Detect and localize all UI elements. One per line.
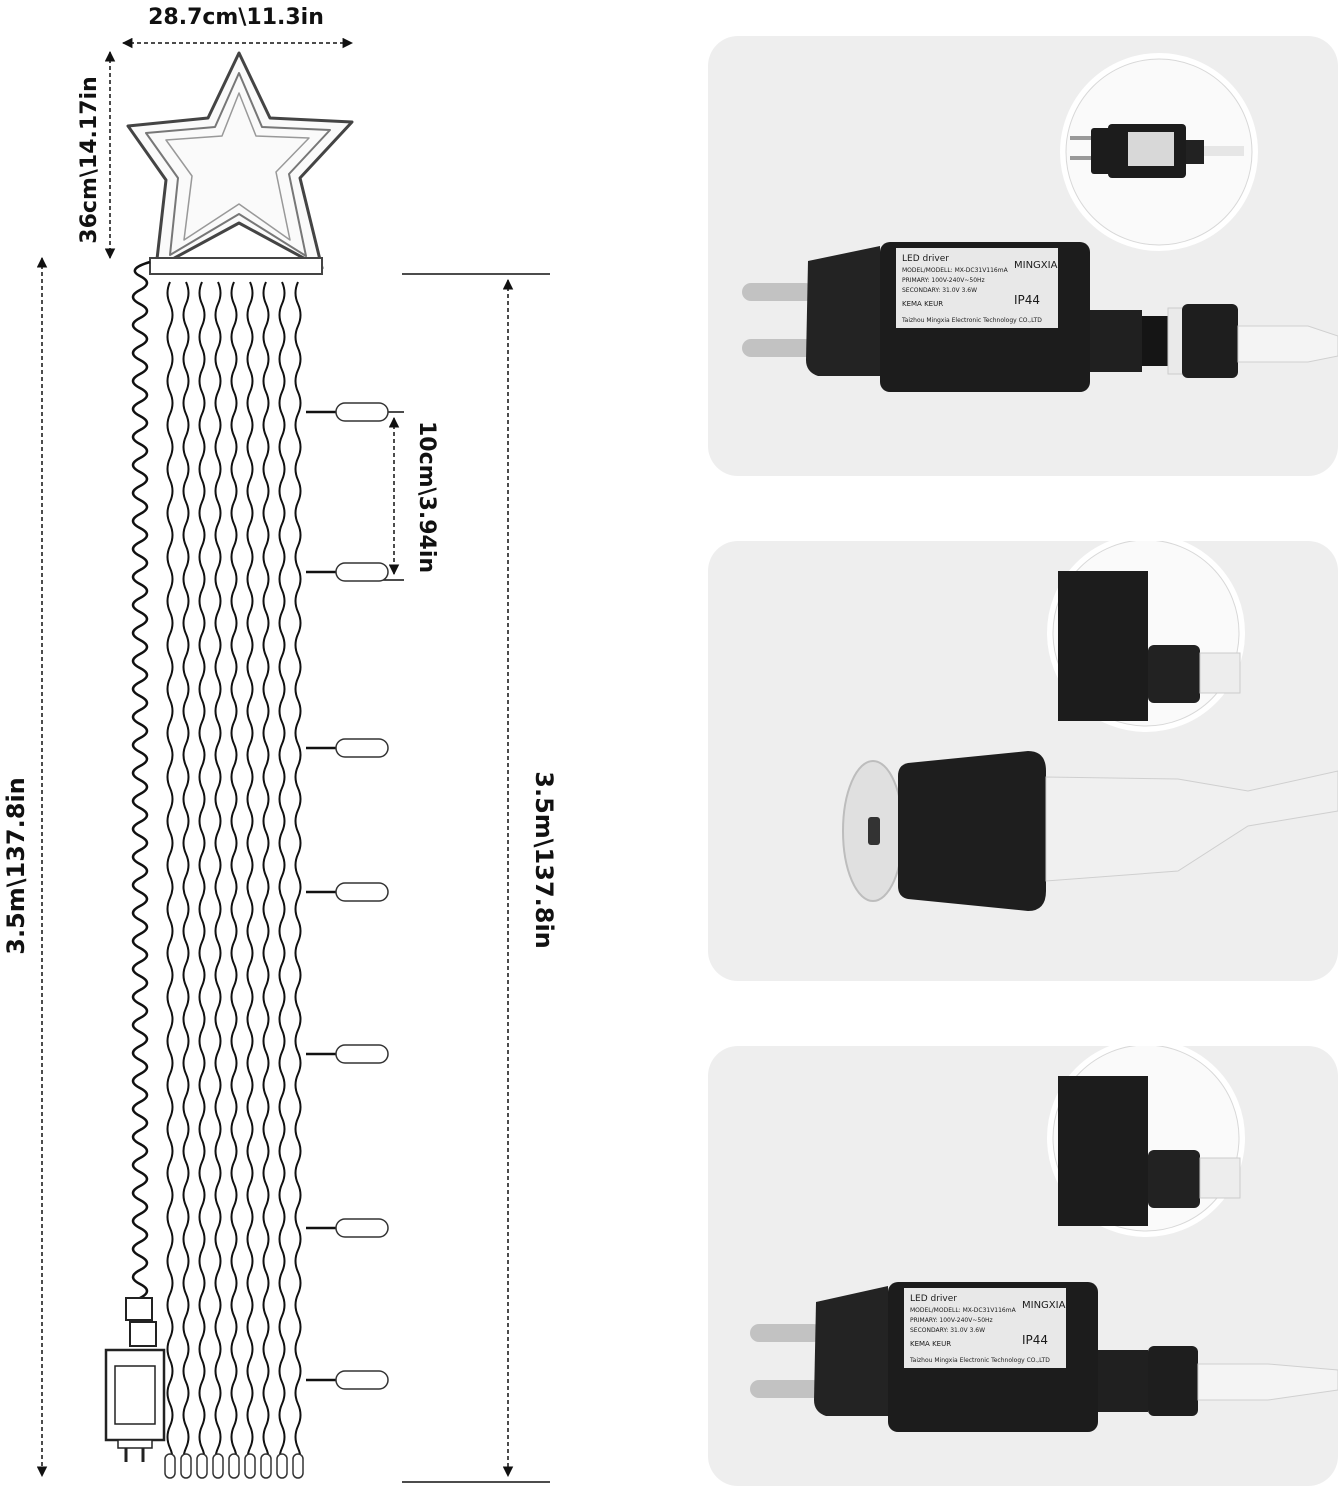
lead-wire-coil [131, 260, 151, 1315]
total-length-label: 3.5m\137.8in [2, 777, 30, 955]
light-strand-wire [214, 281, 222, 1471]
bottom-bulb [228, 1453, 240, 1479]
bottom-bulb [244, 1453, 256, 1479]
adapter-label-line3: PRIMARY: 100V-240V~50Hz [902, 277, 985, 284]
bottom-bulb [292, 1453, 304, 1479]
light-strand-wire [166, 281, 174, 1471]
side-bulb [335, 402, 389, 422]
adapter-label-line2: MODEL/MODELL: MX-DC31V116mA [902, 267, 1009, 274]
bottom-bulb [164, 1453, 176, 1479]
connector-photo [842, 751, 1338, 911]
adapter-photo: LED driver MODEL/MODELL: MX-DC31V116mA P… [742, 242, 1338, 392]
light-strand-wire [262, 281, 270, 1471]
panel-waterproof-connector [708, 541, 1338, 981]
light-strand-wire [198, 281, 206, 1471]
bottom-bulb [260, 1453, 272, 1479]
adapter2-label-line3: PRIMARY: 100V-240V~50Hz [910, 1317, 993, 1324]
light-strand-wire [278, 281, 286, 1471]
star-height-label: 36cm\14.17in [77, 76, 102, 243]
plug-adapter-outline [104, 1297, 166, 1462]
inset-adapter-circle [1060, 53, 1258, 251]
bottom-bulb [276, 1453, 288, 1479]
adapter2-label-line2: MODEL/MODELL: MX-DC31V116mA [910, 1307, 1017, 1314]
light-strand-wire [246, 281, 254, 1471]
adapter2-label-rating: IP44 [1022, 1333, 1048, 1347]
adapter-label-maker: Taizhou Mingxia Electronic Technology CO… [901, 317, 1042, 324]
light-strand-wire [294, 281, 302, 1471]
bottom-bulb [212, 1453, 224, 1479]
adapter2-label-line4: SECONDARY: 31.0V 3.6W [910, 1327, 985, 1334]
star-width-label: 28.7cm\11.3in [148, 5, 324, 30]
side-bulb [335, 882, 389, 902]
side-bulb [335, 738, 389, 758]
side-bulb [335, 1370, 389, 1390]
strand-length-label: 3.5m\137.8in [530, 771, 558, 949]
adapter2-label-line1: LED driver [910, 1294, 957, 1304]
light-strand-wire [230, 281, 238, 1471]
bottom-bulb [196, 1453, 208, 1479]
adapter2-label-kema: KEMA KEUR [910, 1340, 951, 1348]
adapter2-label-brand: MINGXIA [1022, 1300, 1066, 1311]
inset-connector-circle-2 [1047, 1046, 1245, 1237]
light-strands [164, 281, 389, 1479]
adapter-label-kema: KEMA KEUR [902, 300, 943, 308]
panel-connected-adapter: LED driver MODEL/MODELL: MX-DC31V116mA P… [708, 1046, 1338, 1486]
star-topper [126, 51, 354, 275]
light-strand-wire [182, 281, 190, 1471]
panel-adapter-connector: LED driver MODEL/MODELL: MX-DC31V116mA P… [708, 36, 1338, 476]
side-bulb [335, 562, 389, 582]
inset-connector-circle [1047, 541, 1245, 732]
adapter-label-brand: MINGXIA [1014, 260, 1058, 271]
adapter-label-rating: IP44 [1014, 293, 1040, 307]
side-bulb [335, 1218, 389, 1238]
spacing-label: 10cm\3.94in [414, 421, 439, 573]
adapter-connected-photo: LED driver MODEL/MODELL: MX-DC31V116mA P… [750, 1282, 1338, 1432]
adapter2-label-maker: Taizhou Mingxia Electronic Technology CO… [909, 1357, 1050, 1364]
adapter-label-line1: LED driver [902, 254, 949, 264]
bottom-bulb [180, 1453, 192, 1479]
product-diagram: 28.7cm\11.3in 36cm\14.17in 3.5m\137.8in … [2, 5, 558, 1483]
side-bulb [335, 1044, 389, 1064]
adapter-label-line4: SECONDARY: 31.0V 3.6W [902, 287, 977, 294]
